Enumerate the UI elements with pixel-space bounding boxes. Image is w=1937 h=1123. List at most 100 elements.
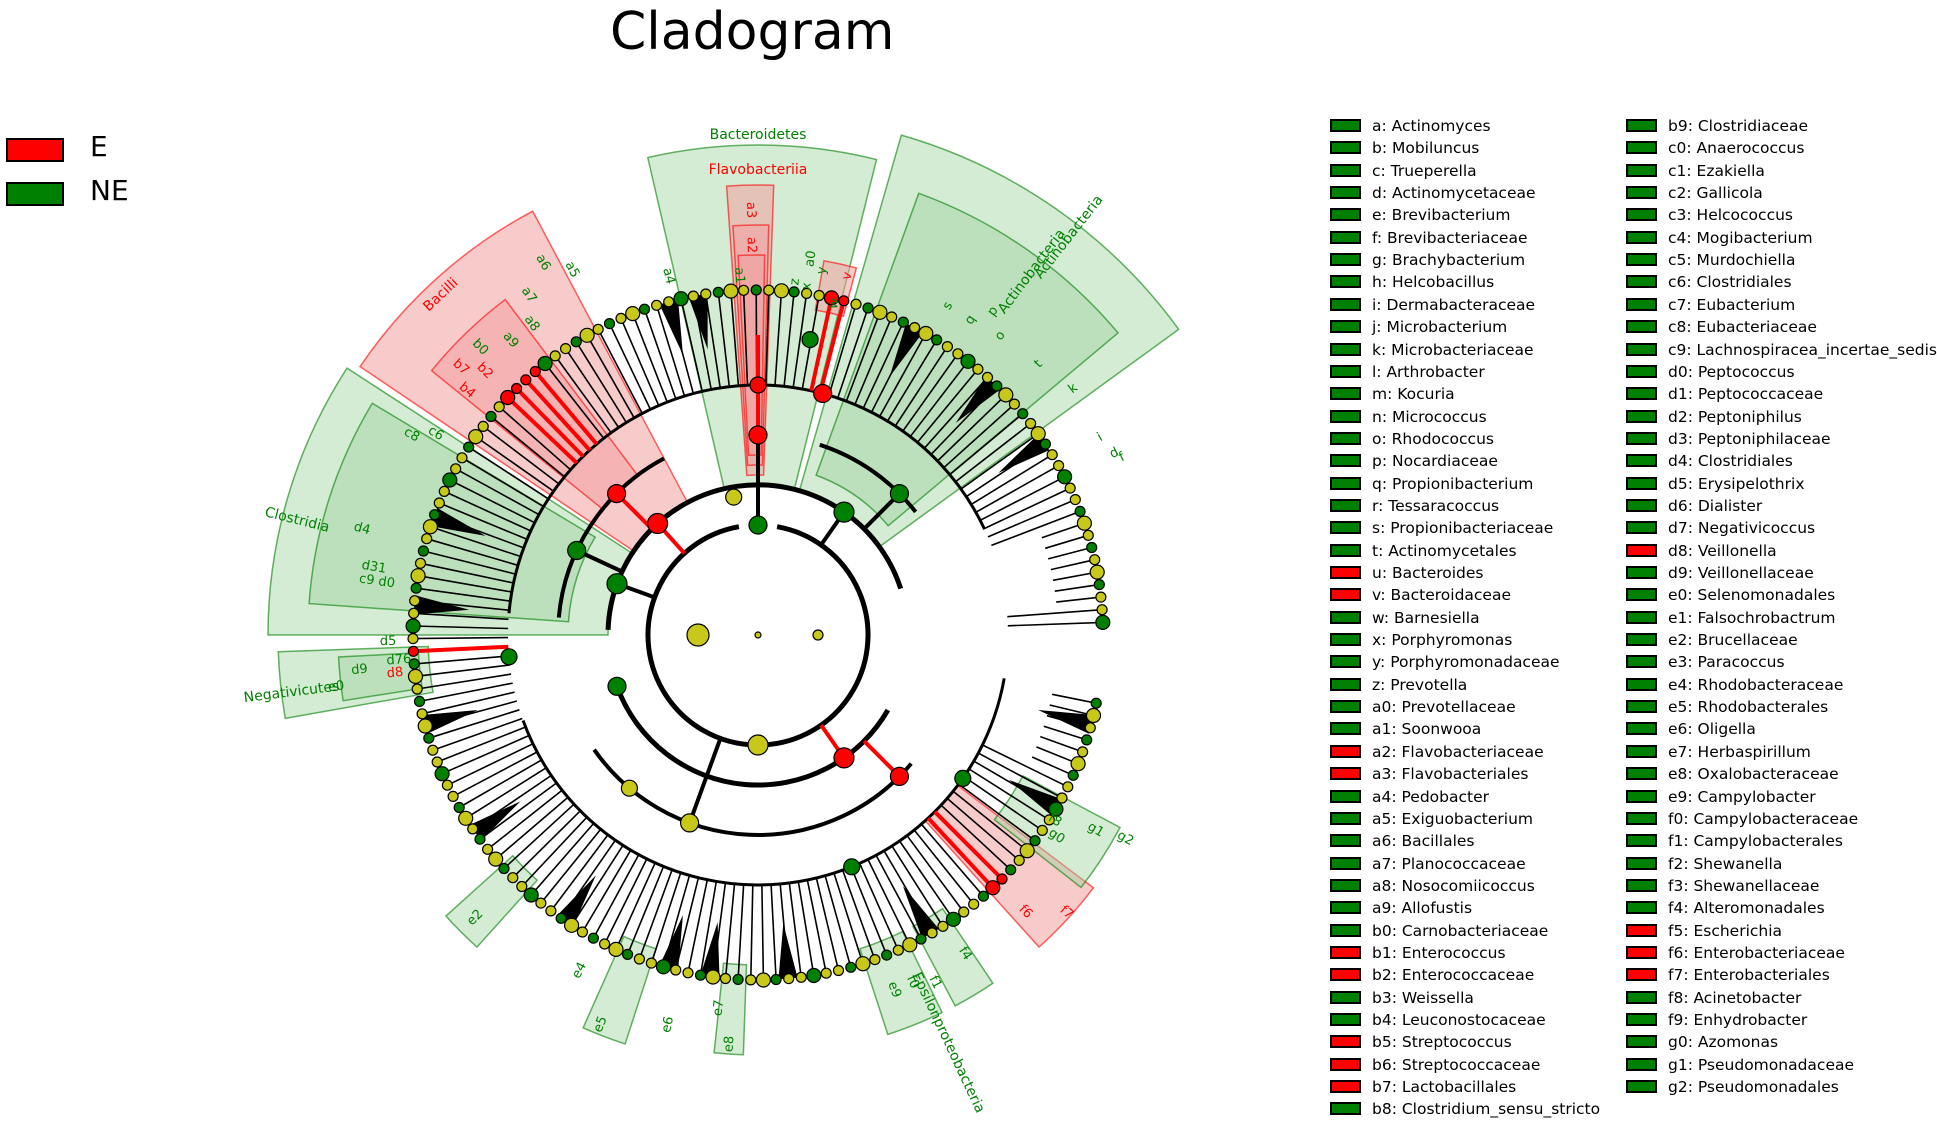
legend-swatch <box>1330 253 1361 267</box>
branch <box>465 767 547 819</box>
leaf-node <box>592 323 604 335</box>
leaf-node <box>1008 398 1021 410</box>
leaf-node <box>952 348 964 360</box>
legend-text: a8: Nosocomiicoccus <box>1372 876 1535 895</box>
branch <box>875 854 922 940</box>
branch <box>898 840 955 920</box>
legend-text: o: Rhodococcus <box>1372 429 1494 448</box>
branch <box>586 334 635 419</box>
leaf-node <box>407 668 424 685</box>
legend-text: i: Dermabacteraceae <box>1372 295 1536 314</box>
leaf-node <box>1082 529 1094 541</box>
leaf-node <box>516 880 528 893</box>
flavobacteriales-node <box>749 376 767 394</box>
legend-swatch <box>1330 275 1361 289</box>
legend-text: f4: Alteromonadales <box>1668 899 1825 918</box>
legend-swatch <box>1626 722 1657 736</box>
selenomonadales-node <box>500 648 518 666</box>
enterobacteriales-node <box>889 766 910 787</box>
collapsed-clade <box>557 875 596 927</box>
branch <box>415 664 510 678</box>
leaf-node <box>549 350 561 362</box>
branch <box>982 744 1069 788</box>
leaf-node <box>438 485 450 497</box>
branch <box>705 293 721 389</box>
leaf-node <box>694 969 707 981</box>
branch <box>850 866 888 956</box>
branch <box>824 875 852 968</box>
branch <box>1050 558 1095 571</box>
legend-text: e6: Oligella <box>1668 720 1756 739</box>
legend-text: a: Actinomyces <box>1372 117 1491 135</box>
leaf-node <box>625 306 641 322</box>
leaf-node <box>806 967 822 984</box>
leaf-node <box>447 790 459 803</box>
branch <box>987 498 1076 538</box>
leaf-node <box>855 956 871 972</box>
leaf-node <box>1070 756 1086 772</box>
legend-text: d2: Peptoniphilus <box>1668 407 1802 426</box>
branch <box>940 804 1012 871</box>
legend-text: b4: Leuconostocaceae <box>1372 1011 1546 1029</box>
leaf-node <box>1093 578 1105 591</box>
branch <box>631 313 668 403</box>
branch <box>428 709 520 739</box>
legend-text: b9: Clostridiaceae <box>1668 117 1809 135</box>
legend-text: c3: Helcococcus <box>1668 206 1793 225</box>
leaf-node <box>417 718 433 734</box>
collapsed-clade <box>413 595 470 615</box>
legend-text: c5: Murdochiella <box>1668 251 1796 270</box>
branch <box>413 644 509 654</box>
branch <box>765 290 770 386</box>
class-ring-proteo <box>592 748 913 837</box>
legend-text: a1: Soonwooa <box>1372 720 1482 739</box>
node <box>747 734 769 756</box>
branch <box>655 305 686 397</box>
legend-swatch <box>1626 543 1657 557</box>
leaf-node <box>559 343 572 355</box>
legend-swatch <box>1626 141 1657 155</box>
label-g1: g1 <box>1085 819 1107 840</box>
legend-text: b1: Enterococcus <box>1372 943 1506 962</box>
leaf-node <box>960 353 976 369</box>
branch <box>416 587 511 602</box>
node <box>725 488 743 506</box>
leaf-node <box>453 801 465 814</box>
legend-swatch <box>1330 722 1361 736</box>
group-e-swatch <box>6 138 64 162</box>
legend-swatch <box>1330 566 1361 579</box>
inner-branch <box>687 737 723 824</box>
legend-text: e9: Campylobacter <box>1668 787 1816 806</box>
branch <box>836 307 869 399</box>
legend-text: b: Mobiluncus <box>1372 139 1480 158</box>
leaf-node <box>1067 769 1079 781</box>
legend-swatch <box>1330 498 1361 512</box>
legend-swatch <box>1626 275 1657 289</box>
branch <box>533 370 599 446</box>
legend-text: f6: Enterobacteriaceae <box>1668 943 1845 962</box>
branch <box>479 782 557 840</box>
tree-nodes <box>405 283 1111 988</box>
leaf-node <box>493 401 505 413</box>
label-e4: e4 <box>569 960 590 981</box>
label-g2: g2 <box>1114 828 1136 849</box>
branch <box>737 884 745 980</box>
branch <box>1054 583 1100 592</box>
branch <box>975 464 1059 513</box>
legend-text: a5: Exiguobacterium <box>1372 809 1534 828</box>
legend-swatch <box>1626 588 1657 602</box>
branch <box>1040 735 1083 753</box>
leaf-node <box>737 284 750 296</box>
branch <box>687 879 709 973</box>
branch <box>592 854 640 939</box>
legend-swatch <box>1330 878 1361 892</box>
branch <box>615 862 656 950</box>
branch <box>902 353 959 432</box>
legend-text: f7: Enterobacteriales <box>1668 966 1830 985</box>
branch <box>564 348 620 428</box>
collapsed-clade <box>903 886 939 939</box>
legend-text: v: Bacteroidaceae <box>1372 586 1511 605</box>
legend-text: c7: Eubacterium <box>1668 295 1796 314</box>
branch <box>806 879 827 974</box>
leaf-node <box>869 953 881 966</box>
